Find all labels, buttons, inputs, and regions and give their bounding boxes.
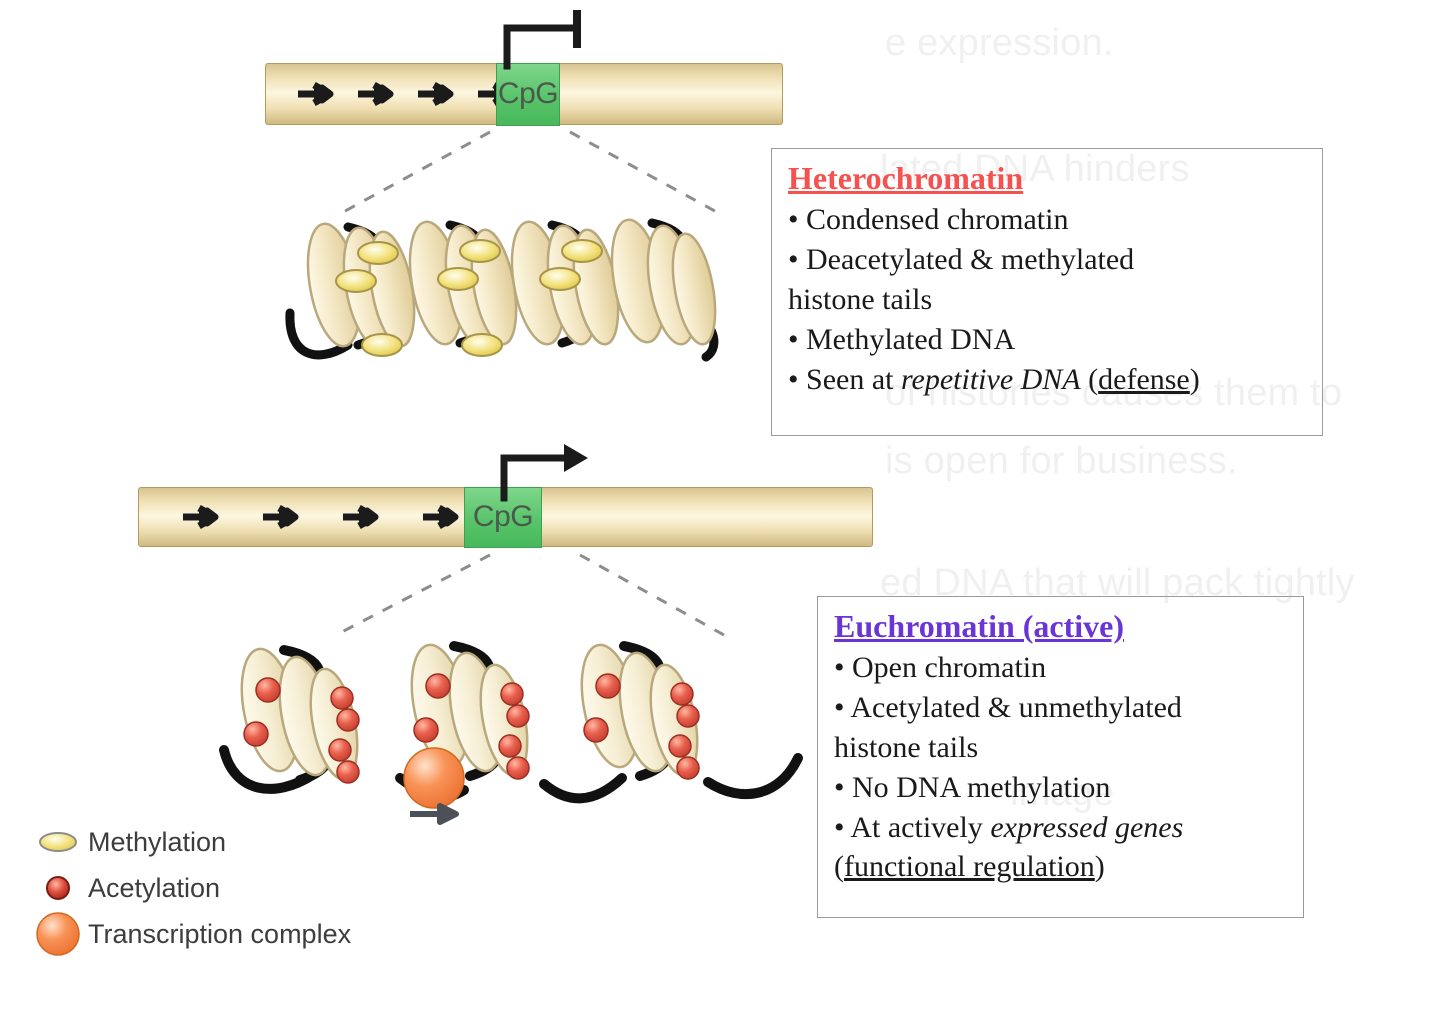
gene-direction-arrow-icon [418, 81, 454, 107]
legend-item-label: Acetylation [88, 872, 221, 903]
info-bullet-line: histone tails [834, 730, 979, 764]
info-bullet-line: histone tails [788, 282, 933, 316]
gene-direction-arrow-icon [298, 81, 334, 107]
legend-item-label: Methylation [88, 826, 227, 857]
nucleosome [240, 645, 360, 785]
zoom-connector-top [335, 130, 725, 218]
watermark-text: is open for business. [885, 440, 1238, 482]
heterochromatin-title: Heterochromatin [788, 160, 1024, 196]
info-bullet-line: • Acetylated & unmethylated [834, 690, 1182, 724]
gene-direction-arrow-icon [423, 504, 459, 530]
euchromatin-info-box: Euchromatin (active) • Open chromatin • A… [817, 596, 1304, 918]
acetylation-dot-icon [28, 875, 88, 901]
info-bullet-line: • No DNA methylation [834, 770, 1111, 804]
watermark-text: e expression. [885, 22, 1114, 64]
watermark-text: image [1010, 772, 1115, 814]
cpg-island-top: CpG [496, 62, 560, 126]
watermark-text: ed DNA that will pack tightly [880, 562, 1355, 604]
top-dna-bar: CpG [265, 62, 783, 126]
watermark-text: lated DNA hinders [880, 148, 1190, 190]
heterochromatin-info-box: Heterochromatin • Condensed chromatin • D… [771, 148, 1323, 436]
nucleosome [410, 641, 530, 781]
info-bullet-line: • Methylated DNA [788, 322, 1016, 356]
info-bullet-line: • Deacetylated & methylated [788, 242, 1135, 276]
gene-direction-arrow-icon [263, 504, 299, 530]
info-bullet-line: • Seen at repetitive DNA (defense) [788, 362, 1200, 396]
legend-item-label: Transcription complex [88, 918, 352, 949]
condensed-chromatin-illustration [285, 218, 719, 362]
cpg-label: CpG [472, 500, 534, 533]
watermark-text: of histones causes them to [885, 372, 1343, 414]
info-bullet-line: (functional regulation) [834, 850, 1105, 884]
cpg-island-bottom: CpG [464, 486, 542, 548]
transcription-active-icon [500, 444, 588, 502]
zoom-connector-bottom [335, 553, 725, 637]
transcription-complex-sphere-icon [28, 911, 88, 957]
transcription-complex [403, 747, 465, 825]
gene-direction-arrow-icon [343, 504, 379, 530]
legend-item: Acetylation [28, 868, 351, 908]
open-chromatin-illustration [219, 641, 803, 825]
euchromatin-title: Euchromatin (active) [834, 608, 1125, 644]
transcription-blocked-icon [503, 10, 581, 70]
heterochromatin-bullet-list: • Condensed chromatin • Deacetylated & me… [788, 200, 1308, 399]
legend-item: Transcription complex [28, 911, 352, 957]
gene-direction-arrow-icon [183, 504, 219, 530]
nucleosome [580, 641, 700, 781]
cpg-label: CpG [497, 77, 559, 110]
euchromatin-bullet-list: • Open chromatin • Acetylated & unmethyla… [834, 648, 1289, 887]
methylation-ellipse-icon [28, 830, 88, 854]
info-bullet-line: • Condensed chromatin [788, 203, 1069, 237]
legend-item: Methylation [28, 822, 351, 862]
methylation-marks [335, 239, 603, 357]
info-bullet-line: • At actively expressed genes [834, 810, 1184, 844]
info-bullet-line: • Open chromatin [834, 651, 1047, 685]
gene-direction-arrow-icon [358, 81, 394, 107]
